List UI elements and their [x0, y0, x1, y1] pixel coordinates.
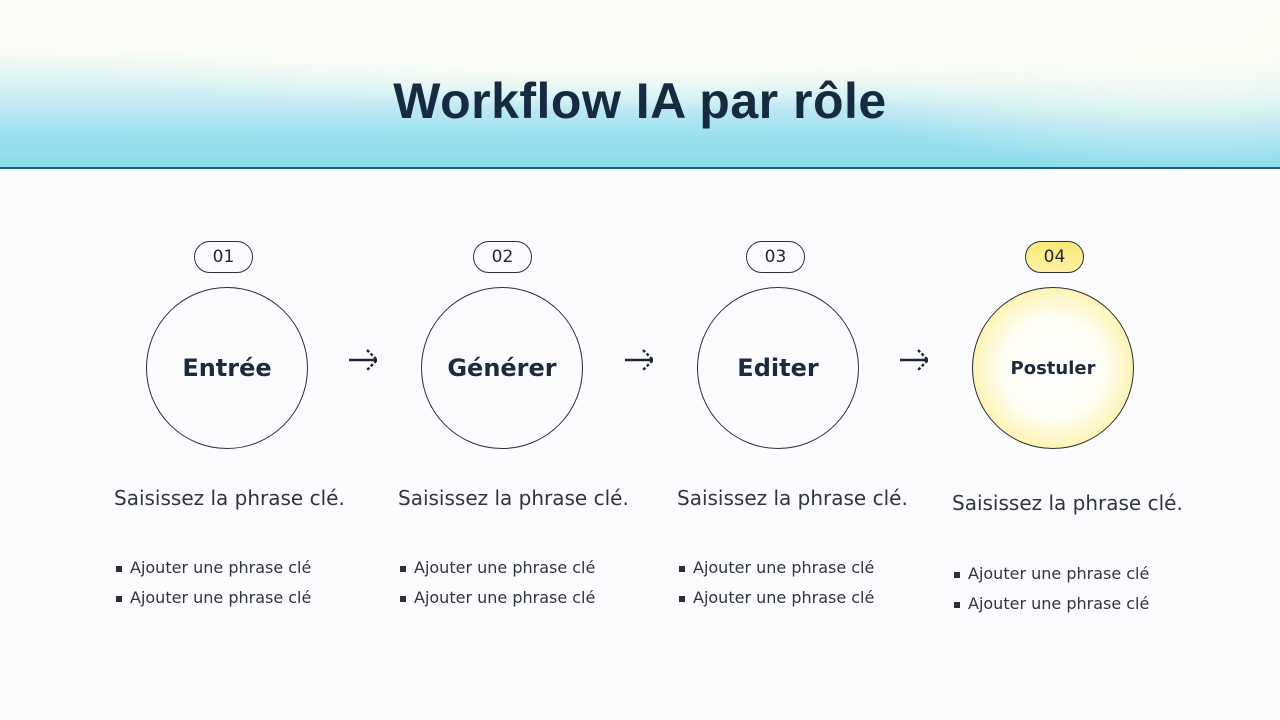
step-number-badge: 04 — [1025, 241, 1084, 273]
square-bullet-icon — [679, 596, 685, 602]
step-bullet-list: Ajouter une phrase clé Ajouter une phras… — [116, 557, 311, 617]
step-bullet-list: Ajouter une phrase clé Ajouter une phras… — [400, 557, 595, 617]
step-description: Saisissez la phrase clé. — [398, 486, 629, 510]
step-description: Saisissez la phrase clé. — [114, 486, 345, 510]
bullet-item: Ajouter une phrase clé — [679, 587, 874, 617]
square-bullet-icon — [400, 566, 406, 572]
page-title: Workflow IA par rôle — [393, 73, 887, 129]
bullet-item: Ajouter une phrase clé — [954, 563, 1149, 593]
step-label: Editer — [737, 354, 819, 382]
step-circle: Générer — [421, 287, 583, 449]
square-bullet-icon — [954, 572, 960, 578]
step-number-badge: 01 — [194, 241, 253, 273]
bullet-item: Ajouter une phrase clé — [116, 587, 311, 617]
header-banner — [0, 0, 1280, 168]
step-description: Saisissez la phrase clé. — [952, 491, 1183, 515]
square-bullet-icon — [954, 602, 960, 608]
arrow-right-icon — [349, 349, 379, 371]
bullet-item: Ajouter une phrase clé — [400, 557, 595, 587]
step-label: Générer — [447, 354, 557, 382]
step-number-badge: 03 — [746, 241, 805, 273]
bullet-item: Ajouter une phrase clé — [116, 557, 311, 587]
arrow-right-icon — [900, 349, 930, 371]
step-circle: Editer — [697, 287, 859, 449]
arrow-right-icon — [625, 349, 655, 371]
square-bullet-icon — [116, 596, 122, 602]
step-label: Postuler — [1010, 357, 1096, 379]
square-bullet-icon — [116, 566, 122, 572]
step-label: Entrée — [182, 354, 272, 382]
square-bullet-icon — [400, 596, 406, 602]
bullet-item: Ajouter une phrase clé — [400, 587, 595, 617]
step-circle-highlighted: Postuler — [972, 287, 1134, 449]
square-bullet-icon — [679, 566, 685, 572]
header-divider — [0, 167, 1280, 169]
step-number-badge: 02 — [473, 241, 532, 273]
bullet-item: Ajouter une phrase clé — [679, 557, 874, 587]
step-bullet-list: Ajouter une phrase clé Ajouter une phras… — [954, 563, 1149, 623]
step-description: Saisissez la phrase clé. — [677, 486, 908, 510]
bullet-item: Ajouter une phrase clé — [954, 593, 1149, 623]
step-circle: Entrée — [146, 287, 308, 449]
step-bullet-list: Ajouter une phrase clé Ajouter une phras… — [679, 557, 874, 617]
